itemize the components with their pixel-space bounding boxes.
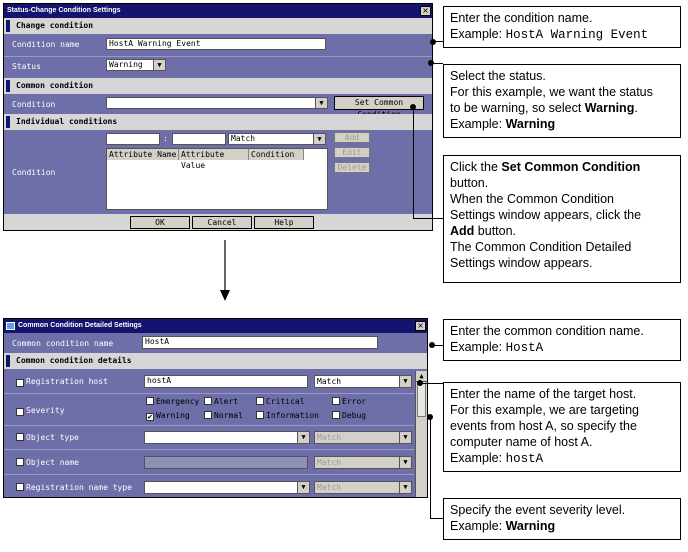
- checkbox-checked-icon: ✔: [146, 412, 154, 421]
- callout-registration-host: Enter the name of the target host. For t…: [443, 382, 681, 472]
- registration-name-type-label: Registration name type: [16, 483, 132, 492]
- severity-label: ✔Severity: [16, 406, 65, 416]
- chevron-down-icon: ▼: [315, 98, 327, 108]
- common-condition-name-label: Common condition name: [12, 339, 114, 348]
- checkbox-icon: [332, 397, 340, 405]
- conditions-table[interactable]: Attribute Name Attribute Value Condition: [106, 148, 328, 210]
- severity-warning[interactable]: ✔Warning: [146, 411, 190, 421]
- common-condition-name-input[interactable]: HostA: [142, 336, 378, 349]
- add-button[interactable]: Add: [334, 132, 370, 143]
- window-title: Status-Change Condition Settings: [7, 7, 121, 14]
- object-type-match-select[interactable]: Match ▼: [314, 431, 412, 444]
- common-condition-titlebar: Common Condition Detailed Settings: [4, 319, 427, 333]
- common-condition-details-section: Common condition details: [4, 353, 427, 369]
- severity-debug[interactable]: Debug: [332, 411, 366, 420]
- status-label: Status: [12, 62, 41, 71]
- checkbox-icon: [204, 397, 212, 405]
- cancel-button[interactable]: Cancel: [192, 216, 252, 229]
- registration-host-input[interactable]: hostA: [144, 375, 308, 388]
- chevron-down-icon: ▼: [153, 60, 165, 70]
- severity-normal[interactable]: Normal: [204, 411, 243, 420]
- status-change-titlebar: Status-Change Condition Settings: [4, 4, 432, 18]
- arrow-down-icon: [220, 240, 230, 301]
- object-name-label: Object name: [16, 458, 79, 467]
- chevron-down-icon: ▼: [297, 432, 309, 443]
- colon-label: :: [163, 134, 168, 143]
- chevron-down-icon: ▼: [297, 482, 309, 493]
- callout-severity: Specify the event severity level. Exampl…: [443, 498, 681, 540]
- chevron-down-icon: ▼: [313, 134, 325, 144]
- checkbox-icon: [256, 397, 264, 405]
- individual-condition-label: Condition: [12, 168, 56, 177]
- checkbox-icon: [332, 411, 340, 419]
- help-button[interactable]: Help: [254, 216, 314, 229]
- status-change-window: Status-Change Condition Settings × Chang…: [3, 3, 433, 231]
- individual-conditions-section: Individual conditions: [4, 114, 432, 130]
- app-icon: [6, 322, 15, 330]
- attribute-name-input[interactable]: [106, 133, 160, 145]
- window-title: Common Condition Detailed Settings: [18, 322, 142, 329]
- registration-name-type-match-select[interactable]: Match ▼: [314, 481, 412, 494]
- checkbox-icon[interactable]: [16, 458, 24, 466]
- callout-common-condition-name: Enter the common condition name. Example…: [443, 319, 681, 361]
- severity-critical[interactable]: Critical: [256, 397, 305, 406]
- close-icon[interactable]: ×: [420, 6, 431, 16]
- checkbox-icon[interactable]: [16, 433, 24, 441]
- severity-error[interactable]: Error: [332, 397, 366, 406]
- change-condition-section: Change condition: [4, 18, 432, 34]
- chevron-down-icon: ▼: [399, 482, 411, 493]
- match-select[interactable]: Match ▼: [228, 133, 326, 145]
- registration-host-match-select[interactable]: Match ▼: [314, 375, 412, 388]
- column-header: Attribute Name: [107, 149, 179, 160]
- callout-set-common-condition: Click the Set Common Condition button. W…: [443, 155, 681, 283]
- column-header: Attribute Value: [179, 149, 249, 170]
- edit-button[interactable]: Edit: [334, 147, 370, 158]
- callout-status: Select the status. For this example, we …: [443, 64, 681, 138]
- ok-button[interactable]: OK: [130, 216, 190, 229]
- common-condition-section: Common condition: [4, 78, 432, 94]
- condition-name-input[interactable]: HostA Warning Event: [106, 38, 326, 50]
- scroll-thumb[interactable]: [417, 383, 426, 417]
- attribute-value-input[interactable]: [172, 133, 226, 145]
- scrollbar[interactable]: ▲: [415, 371, 427, 497]
- registration-host-label: ✔Registration host: [16, 377, 108, 387]
- condition-name-label: Condition name: [12, 40, 80, 49]
- status-select[interactable]: Warning ▼: [106, 59, 166, 71]
- chevron-down-icon: ▼: [399, 376, 411, 387]
- close-icon[interactable]: ×: [415, 321, 426, 331]
- column-header: Condition: [249, 149, 304, 160]
- object-type-label: Object type: [16, 433, 79, 442]
- checkbox-icon: [204, 411, 212, 419]
- chevron-down-icon: ▼: [399, 432, 411, 443]
- checkbox-icon: [146, 397, 154, 405]
- callout-condition-name: Enter the condition name. Example: HostA…: [443, 6, 681, 48]
- severity-alert[interactable]: Alert: [204, 397, 238, 406]
- checkbox-checked-icon[interactable]: ✔: [16, 378, 24, 387]
- object-type-select[interactable]: ▼: [144, 431, 310, 444]
- object-name-match-select[interactable]: Match ▼: [314, 456, 412, 469]
- severity-emergency[interactable]: Emergency: [146, 397, 199, 406]
- condition-label: Condition: [12, 100, 56, 109]
- common-condition-select[interactable]: ▼: [106, 97, 328, 109]
- common-condition-window: Common Condition Detailed Settings × Com…: [3, 318, 428, 498]
- registration-name-type-select[interactable]: ▼: [144, 481, 310, 494]
- checkbox-icon[interactable]: [16, 483, 24, 491]
- severity-information[interactable]: Information: [256, 411, 319, 420]
- object-name-input[interactable]: [144, 456, 308, 469]
- checkbox-checked-icon[interactable]: ✔: [16, 407, 24, 416]
- chevron-down-icon: ▼: [399, 457, 411, 468]
- checkbox-icon: [256, 411, 264, 419]
- delete-button[interactable]: Delete: [334, 162, 370, 173]
